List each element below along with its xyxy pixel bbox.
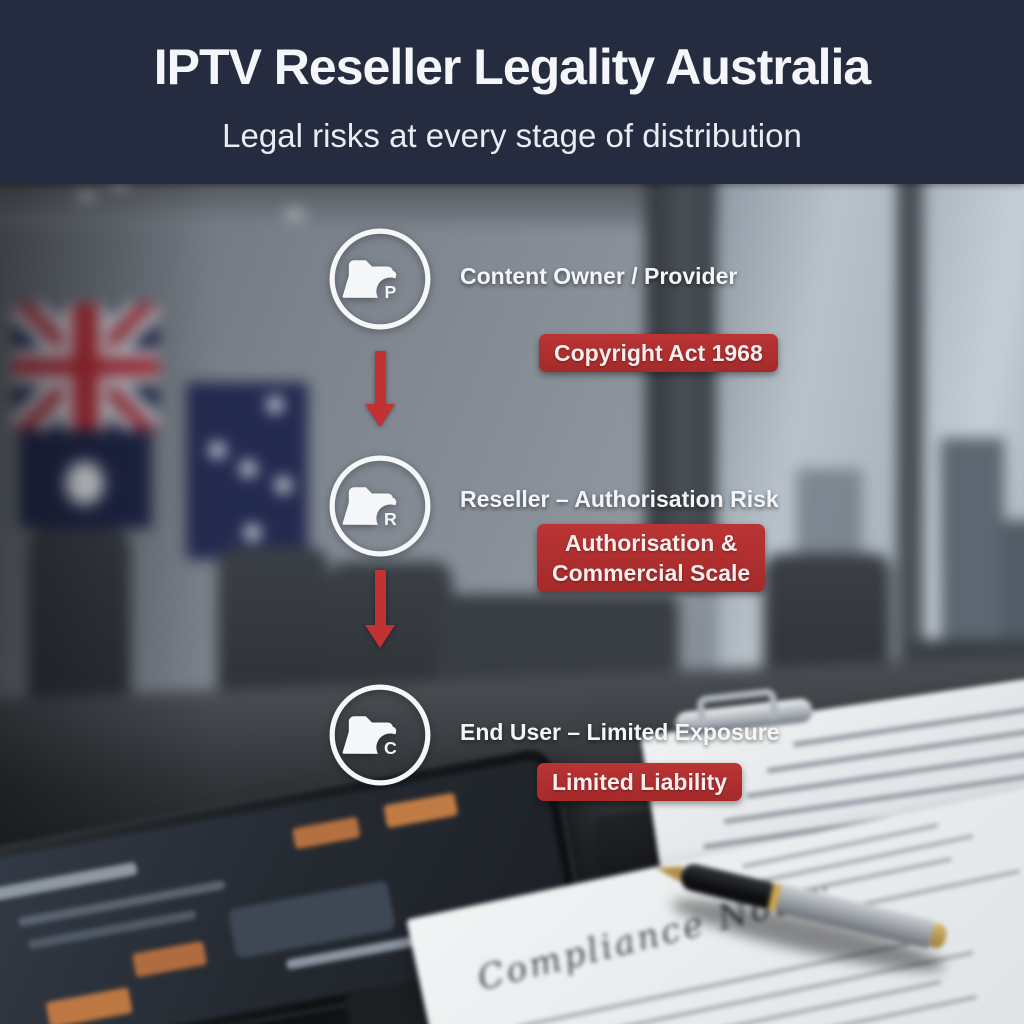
node-letter: P (385, 282, 397, 302)
tablet-thumbnail (45, 987, 133, 1024)
node-label-reseller: Reseller – Authorisation Risk (460, 486, 779, 512)
tablet-thumbnail (132, 940, 208, 978)
node-letter: R (384, 509, 397, 529)
flow-node-provider: P (328, 227, 432, 331)
node-label-end-user: End User – Limited Exposure (460, 719, 780, 745)
page-subtitle: Legal risks at every stage of distributi… (222, 117, 802, 154)
open-folder-icon: R (329, 455, 431, 557)
down-arrow-icon (365, 351, 395, 427)
tablet-thumbnail (383, 792, 459, 829)
legal-badge-limited-liability: Limited Liability (537, 763, 743, 801)
down-arrow-icon (365, 570, 395, 648)
pen-nib (654, 860, 683, 882)
title-banner: IPTV Reseller Legality Australia Legal r… (0, 0, 1024, 184)
open-folder-icon: P (329, 228, 431, 330)
node-label-provider: Content Owner / Provider (460, 263, 738, 289)
legal-badge-authorisation: Authorisation & Commercial Scale (537, 524, 766, 592)
flow-node-end-user: C (328, 683, 432, 787)
tablet-title-bar (0, 861, 138, 902)
legal-badge-copyright-act: Copyright Act 1968 (539, 334, 778, 372)
flow-node-reseller: R (328, 454, 432, 558)
page-title: IPTV Reseller Legality Australia (153, 39, 871, 95)
node-letter: C (384, 738, 397, 758)
open-folder-icon: C (329, 684, 431, 786)
tablet-thumbnail (291, 816, 361, 850)
